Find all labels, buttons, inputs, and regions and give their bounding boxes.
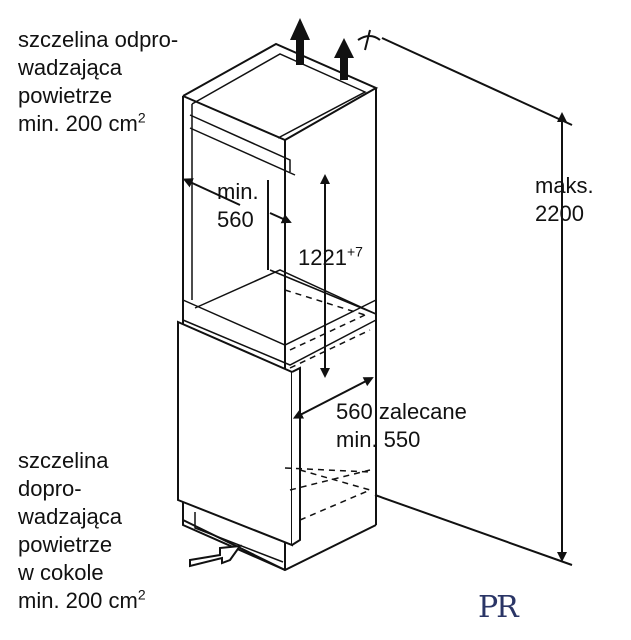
intake-arrow-icon bbox=[189, 544, 243, 568]
max-height-label: maks. 2200 bbox=[535, 173, 594, 226]
brand-logo: PR bbox=[478, 590, 519, 625]
plinth bbox=[182, 505, 286, 571]
exhaust-arrow-icon bbox=[290, 18, 310, 65]
exhaust-arrow-2-icon bbox=[334, 38, 354, 80]
angle-marker-icon bbox=[357, 29, 381, 51]
hidden-lines bbox=[284, 289, 371, 521]
top-vent-label: szczelina odpro- wadzająca powietrze min… bbox=[18, 27, 179, 136]
dimension-lines bbox=[182, 37, 573, 566]
airflow-arrows bbox=[189, 18, 381, 568]
niche-depth-label: 560 zalecane min. 550 bbox=[336, 399, 467, 452]
appliance-body bbox=[177, 320, 301, 547]
bottom-vent-label: szczelina dopro- wadzająca powietrze w c… bbox=[18, 448, 146, 613]
niche-height-label: 1221+7 bbox=[298, 243, 363, 270]
niche-width-label: min. 560 bbox=[217, 179, 259, 232]
